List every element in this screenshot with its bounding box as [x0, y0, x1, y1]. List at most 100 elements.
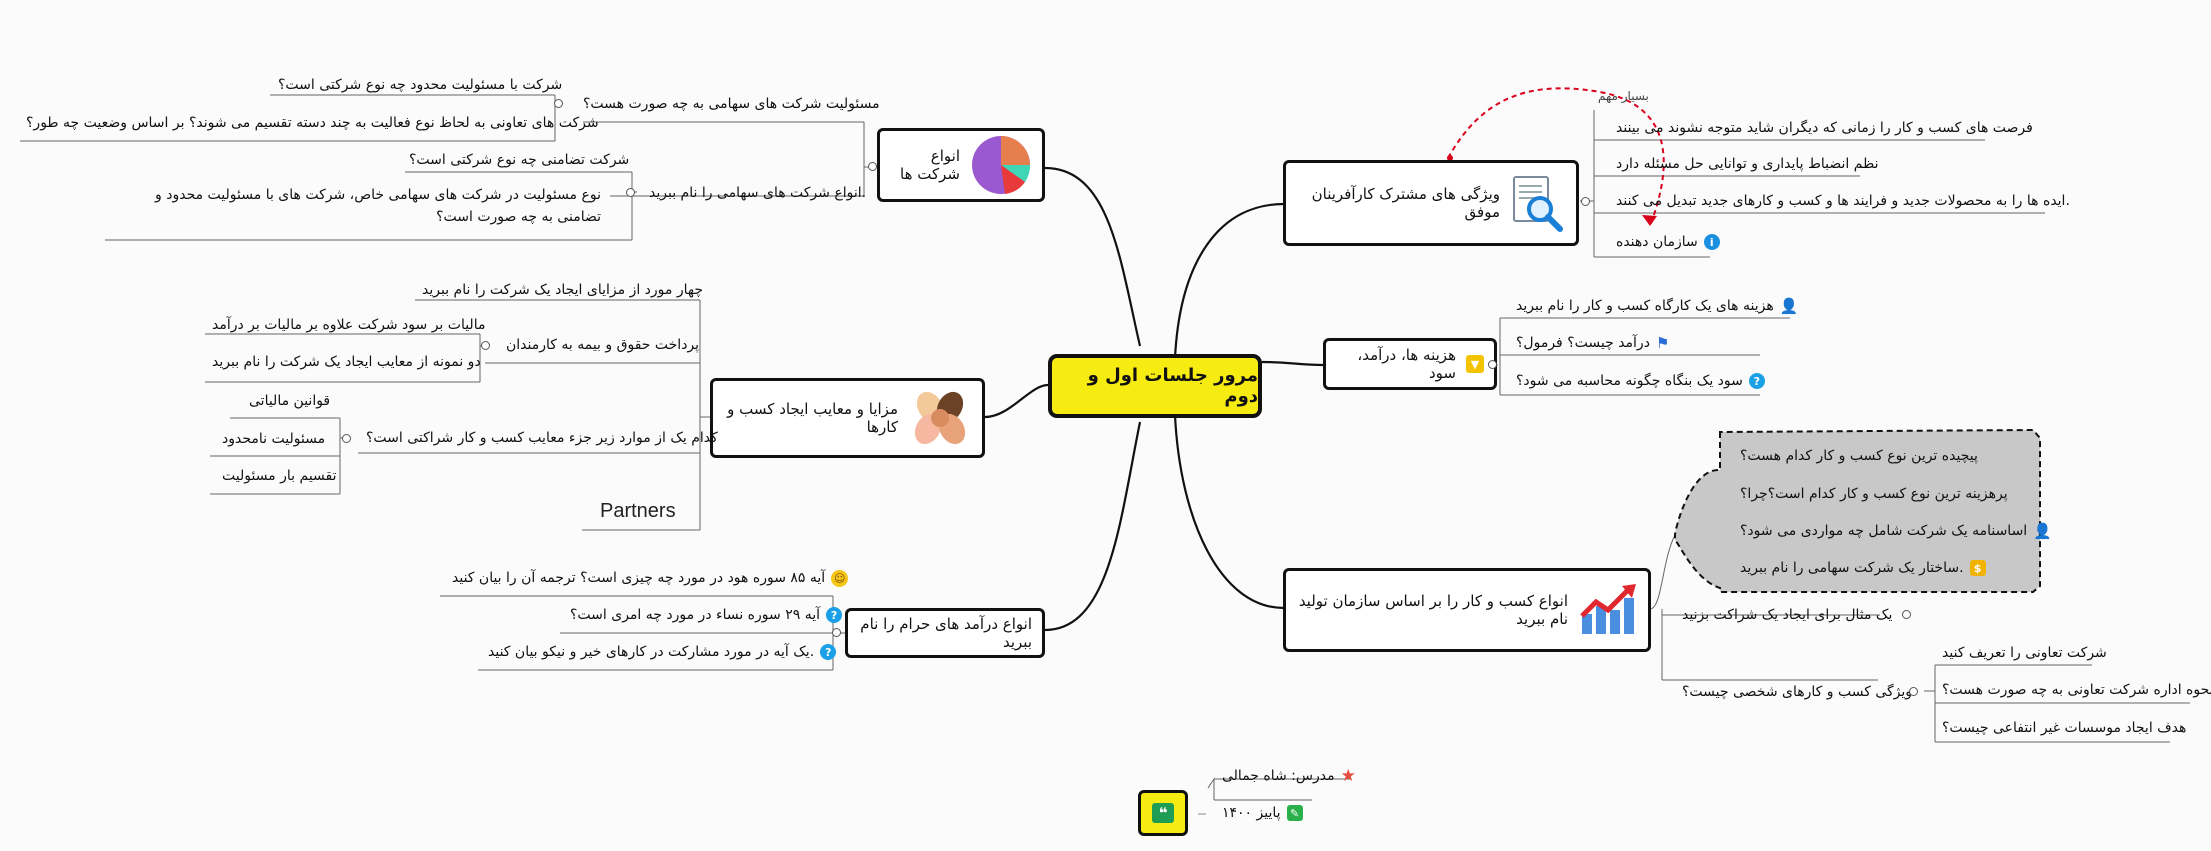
costs-item-1[interactable]: 👤 هزینه های یک کارگاه کسب و کار را نام ب…	[1512, 293, 1802, 319]
expand-toggle[interactable]	[1902, 610, 1911, 619]
personal-item-1[interactable]: شرکت تعاونی را تعریف کنید	[1938, 640, 2111, 666]
term-label: پاییز ۱۴۰۰	[1222, 805, 1281, 821]
success-item-2-label: نظم انضباط پایداری و توانایی حل مسئله دا…	[1616, 156, 1879, 172]
pencil-icon: ✎	[1286, 805, 1303, 821]
success-item-4-label: سازمان دهنده	[1616, 234, 1698, 250]
joint-stock-topic[interactable]: .انواع شرکت های سهامی را نام ببرید	[645, 180, 870, 206]
personal-item-1-label: شرکت تعاونی را تعریف کنید	[1942, 645, 2107, 661]
partnership-item-1[interactable]: قوانین مالیاتی	[245, 388, 334, 414]
topic-haram-income[interactable]: انواع درآمد های حرام را نام ببرید	[845, 608, 1045, 658]
pie-chart-icon	[970, 134, 1032, 196]
hands-together-icon	[908, 387, 972, 449]
partnership-item-3[interactable]: تقسیم بار مسئولیت	[218, 463, 341, 489]
collapse-toggle[interactable]	[868, 162, 877, 171]
user-icon: 👤	[1779, 297, 1799, 315]
topic-costs[interactable]: ▼ هزینه ها، درآمد، سود	[1323, 338, 1497, 390]
topic-haram-income-label: انواع درآمد های حرام را نام ببرید	[860, 615, 1032, 651]
success-item-1[interactable]: فرصت های کسب و کار را زمانی که دیگران شا…	[1612, 115, 2037, 141]
haram-item-3-label: .یک آیه در مورد مشارکت در کارهای خیر و ن…	[488, 644, 815, 660]
payroll-item-2-label: دو نمونه از معایب ایجاد یک شرکت را نام ب…	[212, 354, 481, 370]
boundary-item-4[interactable]: $ .ساختار یک شرکت سهامی را نام ببرید	[1736, 555, 1990, 581]
growth-chart-icon	[1578, 582, 1638, 638]
topic-business-types[interactable]: انواع کسب و کار را بر اساس سازمان تولید …	[1283, 568, 1651, 652]
personal-business-label: ویژگی کسب و کارهای شخصی چیست؟	[1682, 684, 1913, 700]
joint-stock-item-2[interactable]: نوع مسئولیت در شرکت های سهامی خاص، شرکت …	[110, 184, 605, 228]
payroll-item-2[interactable]: دو نمونه از معایب ایجاد یک شرکت را نام ب…	[208, 349, 485, 375]
joint-stock-topic-label: .انواع شرکت های سهامی را نام ببرید	[649, 185, 867, 201]
payroll-topic-label: پرداخت حقوق و بیمه به کارمندان	[506, 337, 700, 353]
partnership-topic[interactable]: کدام یک از موارد زیر جزء معایب کسب و کار…	[362, 425, 722, 451]
personal-item-2[interactable]: نحوه اداره شرکت تعاونی به چه صورت هست؟	[1938, 677, 2211, 703]
boundary-item-2-label: پرهزینه ترین نوع کسب و کار کدام است؟چرا؟	[1740, 486, 2008, 502]
topic-pros-cons[interactable]: مزایا و معایب ایجاد کسب و کارها	[710, 378, 985, 458]
payroll-topic[interactable]: پرداخت حقوق و بیمه به کارمندان	[502, 332, 703, 358]
partnership-item-2[interactable]: مسئولیت نامحدود	[218, 426, 329, 452]
personal-item-3-label: هدف ایجاد موسسات غیر انتفاعی چیست؟	[1942, 720, 2187, 736]
personal-business-topic[interactable]: ویژگی کسب و کارهای شخصی چیست؟	[1678, 679, 1916, 705]
partnership-item-3-label: تقسیم بار مسئولیت	[222, 468, 337, 484]
annotation-label: بسیار مهم	[1598, 89, 1649, 103]
topic-costs-label: هزینه ها، درآمد، سود	[1357, 346, 1456, 382]
haram-item-2[interactable]: ? آیه ۲۹ سوره نساء در مورد چه امری است؟	[566, 602, 846, 628]
liability-item-2[interactable]: شرکت های تعاونی به لحاظ نوع فعالیت به چن…	[22, 110, 603, 136]
collapse-toggle[interactable]	[481, 341, 490, 350]
quote-icon: ❝	[1152, 803, 1174, 823]
haram-item-1[interactable]: ☺ آیه ۸۵ سوره هود در مورد چه چیزی است؟ ت…	[448, 565, 852, 591]
partnership-topic-label: کدام یک از موارد زیر جزء معایب کسب و کار…	[366, 430, 718, 446]
user-icon: 👤	[2033, 522, 2052, 540]
personal-item-2-label: نحوه اداره شرکت تعاونی به چه صورت هست؟	[1942, 682, 2211, 698]
partnership-item-1-label: قوانین مالیاتی	[249, 393, 331, 409]
collapse-toggle[interactable]	[1581, 197, 1590, 206]
success-item-4[interactable]: i سازمان دهنده	[1612, 229, 1724, 255]
boundary-item-1-label: پیچیده ترین نوع کسب و کار کدام هست؟	[1740, 448, 1978, 464]
payroll-item-1[interactable]: مالیات بر سود شرکت علاوه بر مالیات بر در…	[208, 312, 489, 338]
collapse-toggle[interactable]	[626, 188, 635, 197]
joint-stock-item-1-label: شرکت تضامنی چه نوع شرکتی است؟	[409, 152, 630, 168]
dollar-icon: $	[1969, 560, 1986, 576]
collapse-toggle[interactable]	[342, 434, 351, 443]
haram-item-3[interactable]: ? .یک آیه در مورد مشارکت در کارهای خیر و…	[484, 639, 840, 665]
topic-success-traits-label: ویژگی های مشترک کارآفرینان موفق	[1311, 185, 1500, 221]
collapse-toggle[interactable]	[554, 99, 563, 108]
success-item-1-label: فرصت های کسب و کار را زمانی که دیگران شا…	[1616, 120, 2033, 136]
liability-topic[interactable]: مسئولیت شرکت های سهامی به چه صورت هست؟	[579, 91, 884, 117]
haram-item-1-label: آیه ۸۵ سوره هود در مورد چه چیزی است؟ ترج…	[452, 570, 826, 586]
costs-item-2[interactable]: ⚑ درآمد چیست؟ فرمول؟	[1512, 330, 1673, 356]
magnifier-document-icon	[1510, 173, 1566, 233]
question-icon: ?	[820, 644, 837, 660]
topic-business-types-label: انواع کسب و کار را بر اساس سازمان تولید …	[1298, 592, 1568, 628]
success-item-2[interactable]: نظم انضباط پایداری و توانایی حل مسئله دا…	[1612, 151, 1882, 177]
collapse-toggle[interactable]	[832, 628, 841, 637]
costs-item-3[interactable]: ? سود یک بنگاه چگونه محاسبه می شود؟	[1512, 368, 1769, 394]
payroll-item-1-label: مالیات بر سود شرکت علاوه بر مالیات بر در…	[212, 317, 486, 333]
personal-item-3[interactable]: هدف ایجاد موسسات غیر انتفاعی چیست؟	[1938, 715, 2190, 741]
costs-item-3-label: سود یک بنگاه چگونه محاسبه می شود؟	[1516, 373, 1743, 389]
partners-item[interactable]: Partners	[596, 496, 680, 526]
collapse-toggle[interactable]	[1909, 687, 1918, 696]
boundary-item-1[interactable]: پیچیده ترین نوع کسب و کار کدام هست؟	[1736, 443, 1982, 469]
joint-stock-item-1[interactable]: شرکت تضامنی چه نوع شرکتی است؟	[405, 147, 633, 173]
topic-company-types[interactable]: انواع شرکت ها	[877, 128, 1045, 202]
topic-success-traits[interactable]: ویژگی های مشترک کارآفرینان موفق	[1283, 160, 1579, 246]
boundary-item-2[interactable]: پرهزینه ترین نوع کسب و کار کدام است؟چرا؟	[1736, 481, 2012, 507]
liability-topic-label: مسئولیت شرکت های سهامی به چه صورت هست؟	[583, 96, 880, 112]
costs-item-1-label: هزینه های یک کارگاه کسب و کار را نام ببر…	[1516, 298, 1774, 314]
four-benefits-label: چهار مورد از مزایای ایجاد یک شرکت را نام…	[422, 282, 703, 298]
boundary-shape	[1674, 428, 2041, 593]
central-topic[interactable]: مرور جلسات اول و دوم	[1048, 354, 1262, 418]
example-partnership-item[interactable]: یک مثال برای ایجاد یک شراکت بزنید	[1678, 602, 1896, 628]
success-item-3[interactable]: .ایده ها را به محصولات جدید و فرایند ها …	[1612, 188, 2074, 214]
teacher-label: مدرس: شاه جمالی	[1222, 768, 1335, 784]
haram-item-2-label: آیه ۲۹ سوره نساء در مورد چه امری است؟	[570, 607, 820, 623]
footer-floating-topic[interactable]: ❝	[1138, 790, 1188, 836]
boundary-item-3[interactable]: 👤 اساسنامه یک شرکت شامل چه مواردی می شود…	[1736, 518, 2056, 544]
teacher-item[interactable]: ★ مدرس: شاه جمالی	[1218, 763, 1360, 789]
boundary-item-4-label: .ساختار یک شرکت سهامی را نام ببرید	[1740, 560, 1964, 576]
liability-item-1[interactable]: شرکت با مسئولیت محدود چه نوع شرکتی است؟	[274, 72, 566, 98]
term-item[interactable]: ✎ پاییز ۱۴۰۰	[1218, 800, 1307, 826]
topic-pros-cons-label: مزایا و معایب ایجاد کسب و کارها	[727, 400, 898, 436]
partnership-item-2-label: مسئولیت نامحدود	[222, 431, 326, 447]
collapse-toggle[interactable]	[1488, 360, 1497, 369]
four-benefits-item[interactable]: چهار مورد از مزایای ایجاد یک شرکت را نام…	[418, 277, 707, 303]
